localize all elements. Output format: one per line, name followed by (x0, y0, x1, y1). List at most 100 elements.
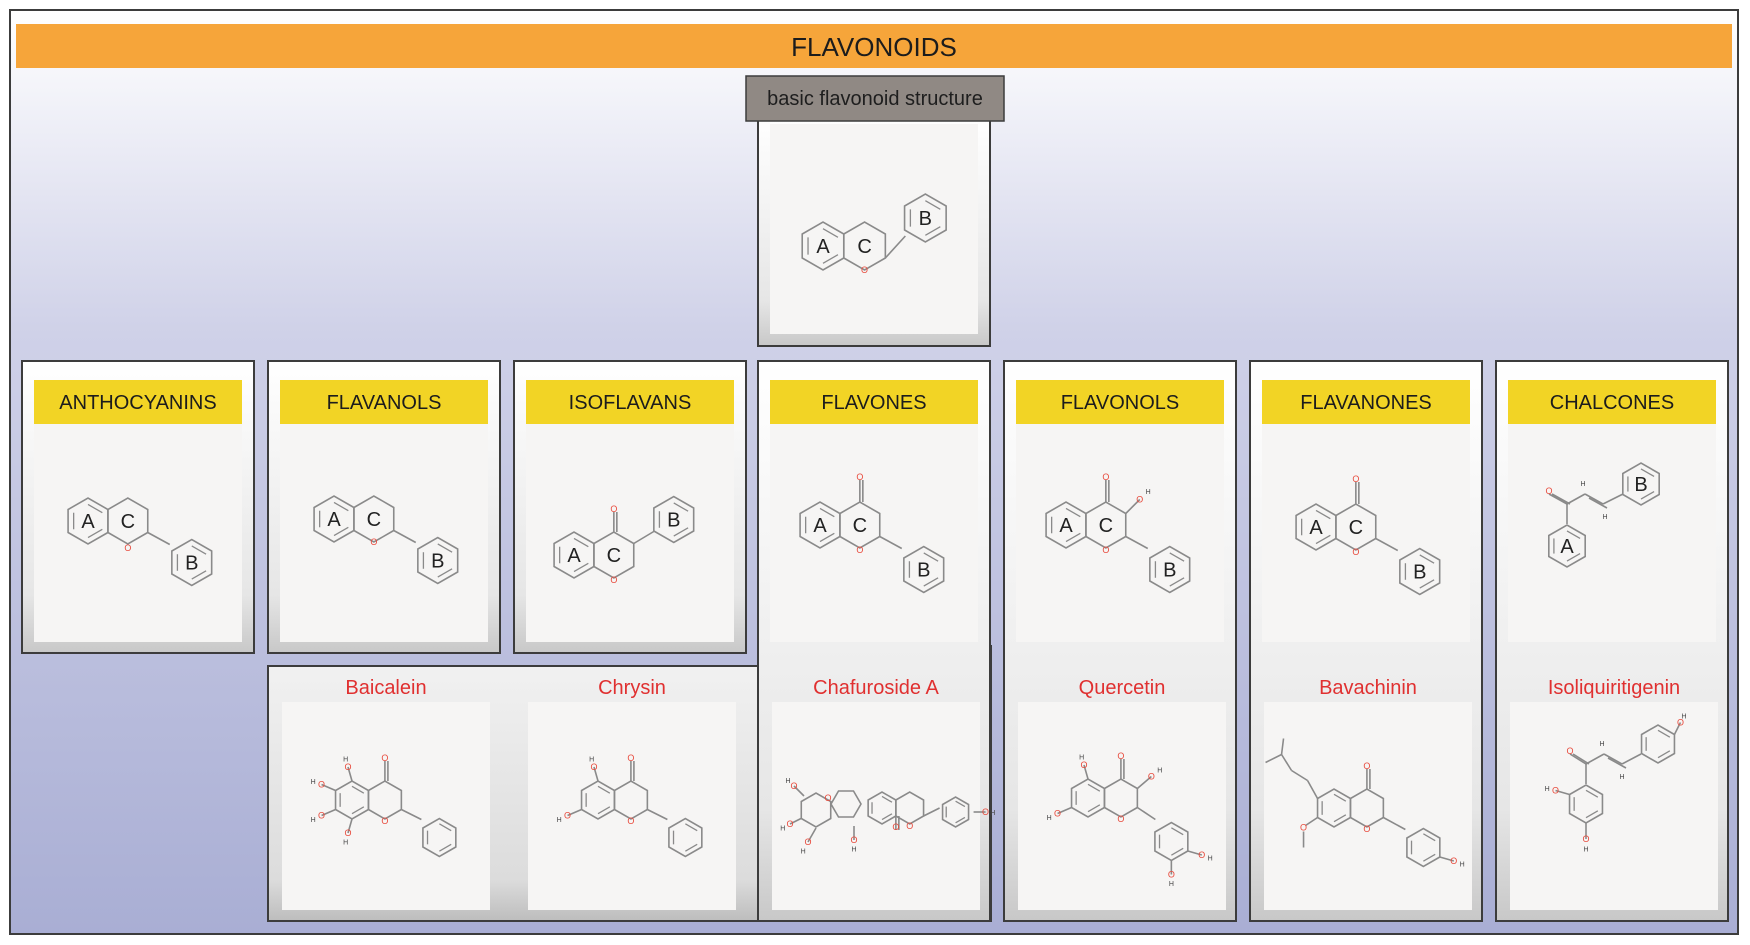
chrysin-ring-a-double-bond (597, 806, 611, 815)
flavonols-ring-a-double-bond (1065, 532, 1081, 543)
flavanones-ring-b-double-bond (1419, 579, 1435, 589)
isoflavans-ring-b-double-bond (673, 502, 689, 512)
chrysin-ring-c (613, 780, 649, 820)
quercetin-oh5-oxygen: O (1080, 760, 1087, 770)
chafuroside-a-oh4p-hydrogen: H (990, 810, 995, 817)
basic-structure-label: basic flavonoid structure (767, 88, 983, 110)
flavones-b-link (879, 535, 903, 550)
flavones-oxygen: O (856, 545, 863, 555)
flavones-ring-c-letter: C (853, 515, 867, 537)
class-name-flavanones: FLAVANONES (1300, 392, 1432, 414)
chafuroside-a-ring-b-double-bond (955, 816, 966, 824)
flavonols-hydroxyl-oxygen: O (1136, 495, 1143, 505)
bavachinin-prenyl-2 (1291, 769, 1308, 782)
chalcones-ring-a-letter: A (1560, 536, 1574, 558)
flavones-ring-b (903, 545, 945, 594)
quercetin-oh5-bond (1083, 764, 1089, 780)
flavanones-b-link (1375, 537, 1399, 552)
basic-ring-a-letter: A (816, 236, 830, 258)
isoliquiritigenin-carbonyl-bond (1569, 753, 1587, 765)
flavonols-ring-b-letter: B (1163, 560, 1176, 582)
baicalein-oh5-oxygen: O (344, 762, 351, 772)
bavachinin-ring-oxygen: O (1363, 824, 1370, 834)
anthocyanins-ring-b-letter: B (185, 553, 198, 575)
class-header-isoflavans (526, 380, 734, 424)
chrysin-ring-b (668, 817, 703, 858)
baicalein-oh6-bond (321, 783, 336, 792)
baicalein-oh7-hydrogen: H (311, 817, 316, 824)
chrysin-carbonyl-oxygen: O (627, 753, 634, 763)
isoliquiritigenin-oh2-oxygen: O (1552, 786, 1559, 796)
flavonols-ring-a-double-bond (1065, 507, 1081, 518)
basic-ring-b (903, 193, 947, 243)
chalcones-ring-a-double-bond (1566, 552, 1581, 562)
chafuroside-a-sugar (800, 792, 832, 828)
isoflavans-ring-b-double-bond (673, 527, 689, 537)
flavonols-b-link (1125, 535, 1149, 550)
basic-b-link (884, 235, 906, 259)
flavanones-oxygen: O (1352, 547, 1359, 557)
example-name-bavachinin: Bavachinin (1319, 677, 1417, 699)
flavanones-ring-a-letter: A (1309, 517, 1323, 539)
bavachinin-ring-b (1406, 827, 1441, 868)
example-name-isoliquiritigenin: Isoliquiritigenin (1548, 677, 1680, 699)
chrysin-oh7-oxygen: O (564, 811, 571, 821)
bavachinin-oh4p-bond (1439, 856, 1455, 862)
flavonols-ring-c-letter: C (1099, 515, 1113, 537)
anthocyanins-ring-a-double-bond (87, 528, 103, 539)
anthocyanins-oxygen: O (124, 543, 131, 553)
title-bar (16, 24, 1732, 68)
anthocyanins-b-link (147, 531, 171, 546)
flavones-ring-a-double-bond (819, 507, 835, 518)
flavanones-ring-a-double-bond (1315, 534, 1331, 545)
isoflavans-ring-b (653, 495, 695, 544)
flavonols-ring-b (1149, 545, 1191, 594)
anthocyanins-ring-c (107, 497, 149, 545)
class-name-flavones: FLAVONES (821, 392, 926, 414)
flavones-ring-b-letter: B (917, 560, 930, 582)
quercetin-oh3-bond (1136, 775, 1152, 790)
class-header-flavones (770, 380, 978, 424)
example-panel-quercetin (1018, 702, 1226, 910)
bavachinin-ring-a-double-bond (1333, 814, 1347, 823)
bavachinin-carbonyl-oxygen: O (1363, 761, 1370, 771)
isoliquiritigenin-oh4p-bond (1673, 722, 1682, 735)
example-panel-isoliquiritigenin (1510, 702, 1718, 910)
chafuroside-a-ring-oxygen: O (906, 821, 913, 831)
flavanones-ring-b (1399, 547, 1441, 596)
isoliquiritigenin-ring-b-double-bond (1657, 729, 1671, 738)
diagram-title: FLAVONOIDS (791, 32, 957, 62)
isoliquiritigenin-oh2-hydrogen: H (1545, 786, 1550, 793)
flavonols-ring-b-double-bond (1169, 552, 1185, 562)
baicalein-oh6-hydrogen: H (311, 779, 316, 786)
flavanones-ring-b-letter: B (1413, 562, 1426, 584)
chalcones-ring-a-double-bond (1566, 530, 1581, 540)
isoflavans-carbonyl-oxygen: O (610, 504, 617, 514)
basic-structure-label-box (745, 75, 1005, 122)
basic-ring-oxygen: O (861, 265, 868, 275)
quercetin-oh5-hydrogen: H (1079, 755, 1084, 762)
baicalein-carbonyl-oxygen: O (381, 753, 388, 763)
flavanols-ring-b-double-bond (437, 568, 453, 578)
basic-structure-panel (770, 124, 978, 334)
chafuroside-a-b-link (923, 807, 940, 817)
isoflavans-ring-a-letter: A (567, 545, 581, 567)
flavanols-ring-a-double-bond (333, 501, 349, 512)
chafuroside-a-sugar-oh2-oxygen: O (786, 819, 793, 829)
baicalein-ring-oxygen: O (381, 816, 388, 826)
chafuroside-a-sugar-oh1-bond (793, 785, 805, 797)
isoliquiritigenin-oh4-hydrogen: H (1583, 847, 1588, 854)
isoliquiritigenin-ring-b-double-bond (1657, 750, 1671, 759)
chrysin-oh7-bond (567, 808, 582, 817)
baicalein-oh7-oxygen: O (318, 811, 325, 821)
